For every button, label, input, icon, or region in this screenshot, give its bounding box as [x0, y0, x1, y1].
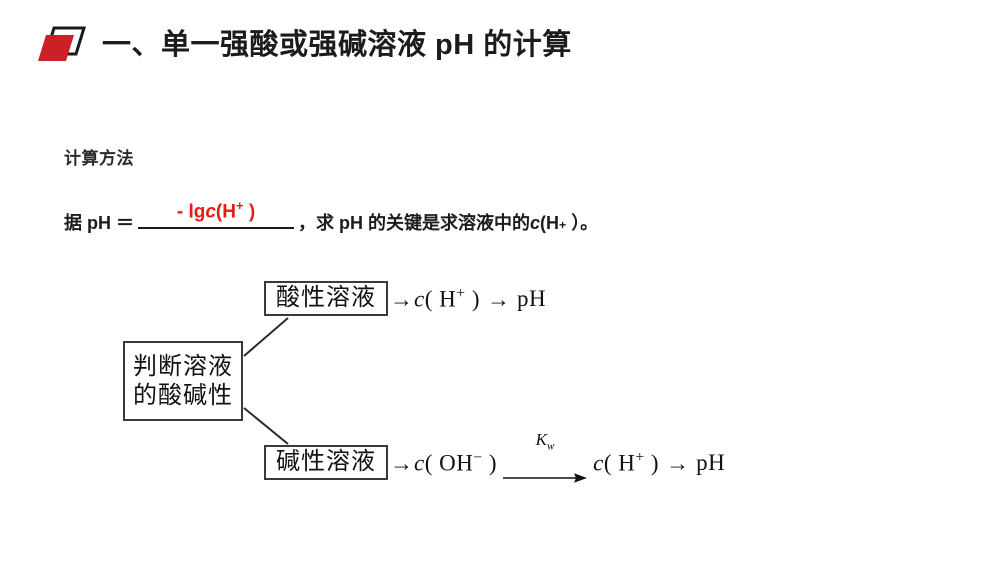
formula-suffix-h: (H: [540, 213, 560, 233]
base-term-cH: c( H+ ): [593, 449, 659, 477]
node-decide-line2: 的酸碱性: [133, 383, 233, 409]
base-term-c: c: [414, 450, 425, 476]
base-term-open: ( OH: [424, 450, 474, 476]
acid-arrow-2-icon: →: [486, 286, 510, 312]
answer-lg: lg: [188, 201, 206, 222]
node-decide-acidity: 判断溶液 的酸碱性: [123, 341, 243, 421]
base-arrow-1-icon: →: [390, 450, 413, 476]
node-acidic-solution: 酸性溶液: [264, 281, 388, 316]
acid-term-open: ( H: [424, 286, 457, 312]
formula-suffix-close: ）。: [571, 213, 599, 233]
parallelogram-marker-icon: [36, 25, 90, 65]
slide-header: 一、单一强酸或强碱溶液 pH 的计算: [36, 22, 572, 68]
acid-term-close: ): [471, 286, 480, 312]
formula-suffix: ，求 pH 的关键是求溶液中的: [298, 213, 530, 233]
page-title: 一、单一强酸或强碱溶液 pH 的计算: [102, 29, 572, 61]
base-chain: → c( OH− ) Kw c( H+ ) → pH: [389, 430, 726, 483]
base-term2-open: ( H: [603, 450, 636, 476]
kw-label: Kw: [536, 430, 555, 452]
acid-term-charge: +: [456, 285, 466, 303]
base-term2-c: c: [593, 450, 604, 476]
flow-diagram: 判断溶液 的酸碱性 酸性溶液 碱性溶液 → c( H+ ) → pH → c( …: [0, 260, 1000, 520]
kw-label-sub: w: [547, 440, 555, 453]
base-term-charge: −: [473, 449, 483, 467]
node-decide-line1: 判断溶液: [133, 353, 233, 380]
kw-label-main: K: [535, 430, 548, 449]
kw-arrow-icon: [503, 473, 588, 483]
diagram-connectors: [243, 317, 289, 445]
formula-line: 据 pH ＝ - lgc(H+ ) ，求 pH 的关键是求溶液中的 c(H+ ）…: [64, 198, 599, 235]
method-label: 计算方法: [64, 149, 134, 168]
base-term-cOH: c( OH− ): [414, 449, 497, 477]
base-result-ph: pH: [696, 450, 726, 475]
kw-labelled-arrow: Kw: [503, 430, 588, 483]
base-arrow-3-icon: →: [666, 450, 690, 476]
node-basic-solution: 碱性溶液: [264, 445, 388, 480]
formula-blank: - lgc(H+ ): [138, 198, 294, 229]
formula-prefix: 据 pH ＝: [64, 213, 134, 233]
base-term-close: ): [488, 450, 498, 476]
base-term2-close: ): [650, 450, 660, 476]
answer-c: c: [205, 201, 216, 222]
acid-result-ph: pH: [516, 286, 547, 311]
answer-minus: -: [176, 201, 184, 222]
acid-term-cH: c( H+ ): [414, 285, 480, 313]
formula-suffix-charge: +: [559, 218, 567, 232]
answer-charge: +: [235, 197, 244, 213]
acid-term-c: c: [414, 286, 425, 312]
acid-chain: → c( H+ ) → pH: [389, 284, 546, 314]
formula-suffix-c: c: [530, 213, 541, 233]
answer-open: (H: [215, 201, 236, 222]
base-term2-charge: +: [635, 449, 645, 467]
acid-arrow-1-icon: →: [390, 286, 413, 312]
answer-close: ): [248, 201, 256, 222]
formula-blank-answer: - lgc(H+ ): [177, 198, 255, 223]
